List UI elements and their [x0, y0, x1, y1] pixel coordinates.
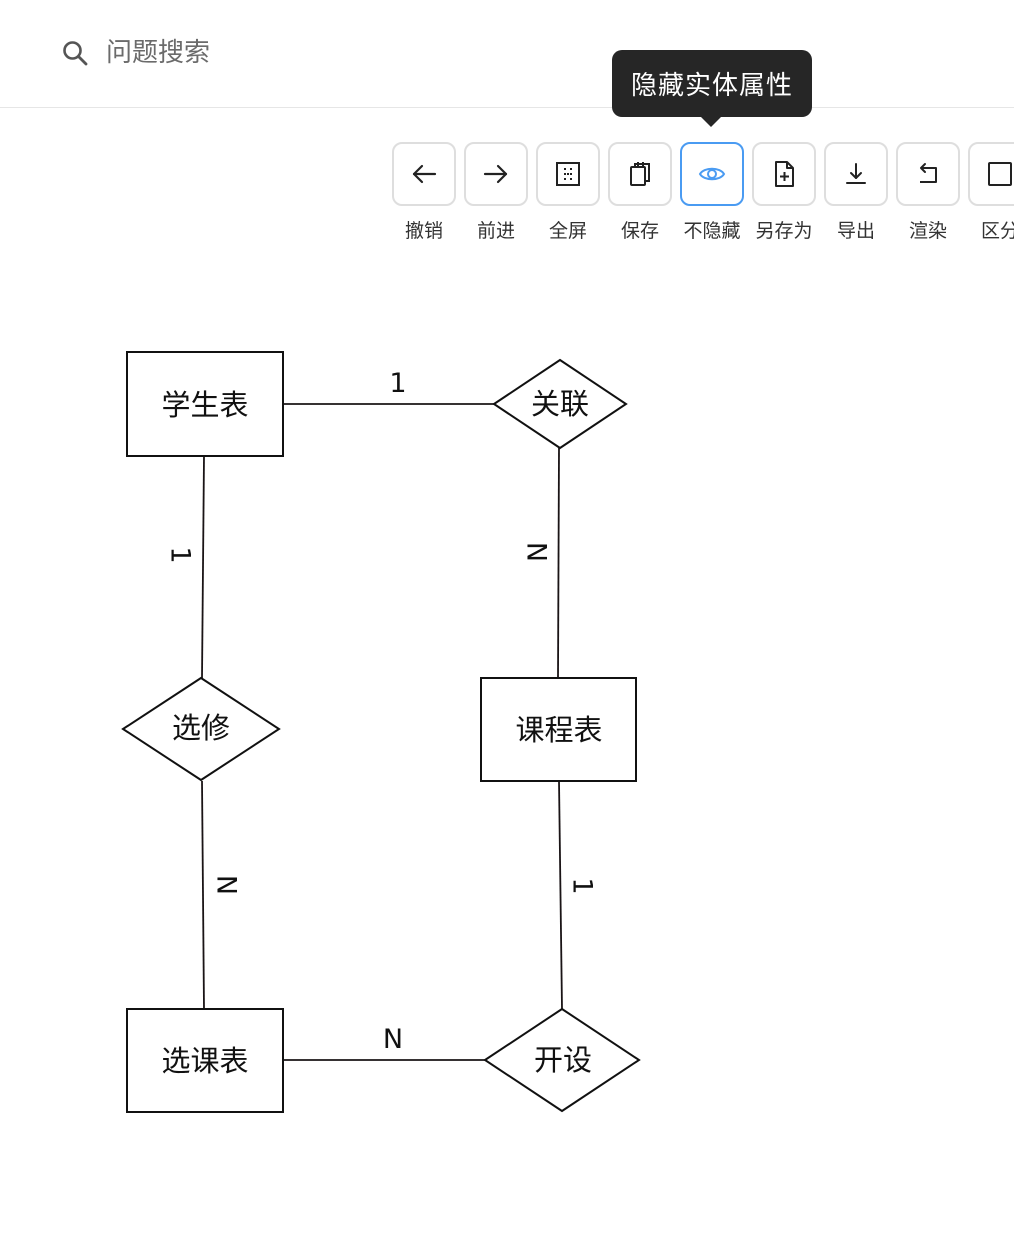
render-label: 渲染 — [908, 220, 947, 242]
relationship-association[interactable]: 关联 — [492, 358, 628, 450]
fullscreen-icon — [556, 162, 580, 186]
tooltip-arrow — [700, 116, 722, 127]
relationship-enroll[interactable]: 选修 — [121, 676, 281, 782]
cardinality-label: N — [211, 875, 242, 895]
edge-enroll-selection — [201, 780, 205, 1010]
entity-label: 选课表 — [161, 1044, 248, 1078]
tooltip-text: 隐藏实体属性 — [630, 71, 793, 101]
edge-course-offer — [558, 780, 563, 1010]
download-icon — [846, 163, 866, 184]
save-button[interactable] — [608, 142, 672, 206]
eye-icon — [698, 167, 726, 181]
tooltip: 隐藏实体属性 — [612, 50, 812, 117]
export-tool: 导出 — [824, 142, 888, 242]
search-bar — [0, 0, 1014, 108]
arrow-right-icon — [483, 164, 508, 184]
arrow-left-icon — [412, 164, 437, 184]
entity-label: 学生表 — [161, 388, 248, 422]
file-plus-icon — [775, 161, 794, 187]
entity-student[interactable]: 学生表 — [126, 351, 284, 457]
export-label: 导出 — [836, 220, 875, 242]
fullscreen-button[interactable] — [536, 142, 600, 206]
edge-student-enroll — [201, 455, 205, 679]
undo-button[interactable] — [392, 142, 456, 206]
render-tool: 渲染 — [896, 142, 960, 242]
fullscreen-tool: 全屏 — [536, 142, 600, 242]
cardinality-label: 1 — [567, 877, 598, 894]
save-as-button[interactable] — [752, 142, 816, 206]
entity-course[interactable]: 课程表 — [480, 677, 637, 782]
toggle-attributes-tool: 不隐藏 — [680, 142, 744, 242]
toggle-attributes-button[interactable] — [680, 142, 744, 206]
export-button[interactable] — [824, 142, 888, 206]
save-as-label: 另存为 — [755, 220, 813, 242]
cardinality-label: 1 — [165, 546, 196, 563]
distinguish-tool: 区分 — [968, 142, 1014, 242]
relationship-label: 选修 — [172, 711, 230, 745]
cardinality-label: N — [383, 1024, 403, 1055]
search-input[interactable] — [106, 30, 706, 76]
render-button[interactable] — [896, 142, 960, 206]
redo-label: 前进 — [476, 220, 515, 242]
distinguish-label: 区分 — [980, 220, 1014, 242]
edge-association-course — [557, 447, 560, 679]
return-icon — [920, 163, 937, 183]
save-tool: 保存 — [608, 142, 672, 242]
square-icon — [988, 162, 1012, 186]
redo-button[interactable] — [464, 142, 528, 206]
search-icon — [63, 41, 88, 66]
redo-tool: 前进 — [464, 142, 528, 242]
cardinality-label: N — [521, 542, 552, 562]
fullscreen-label: 全屏 — [548, 220, 587, 242]
undo-label: 撤销 — [404, 220, 443, 242]
clipboard-icon — [630, 162, 650, 186]
relationship-offer[interactable]: 开设 — [483, 1007, 641, 1113]
toggle-attributes-label: 不隐藏 — [683, 220, 741, 242]
save-as-tool: 另存为 — [752, 142, 816, 242]
save-label: 保存 — [620, 220, 659, 242]
entity-label: 课程表 — [515, 713, 602, 747]
distinguish-button[interactable] — [968, 142, 1014, 206]
undo-tool: 撤销 — [392, 142, 456, 242]
cardinality-label: 1 — [389, 368, 406, 399]
entity-selection[interactable]: 选课表 — [126, 1008, 284, 1113]
relationship-label: 关联 — [531, 387, 589, 421]
relationship-label: 开设 — [534, 1043, 592, 1077]
